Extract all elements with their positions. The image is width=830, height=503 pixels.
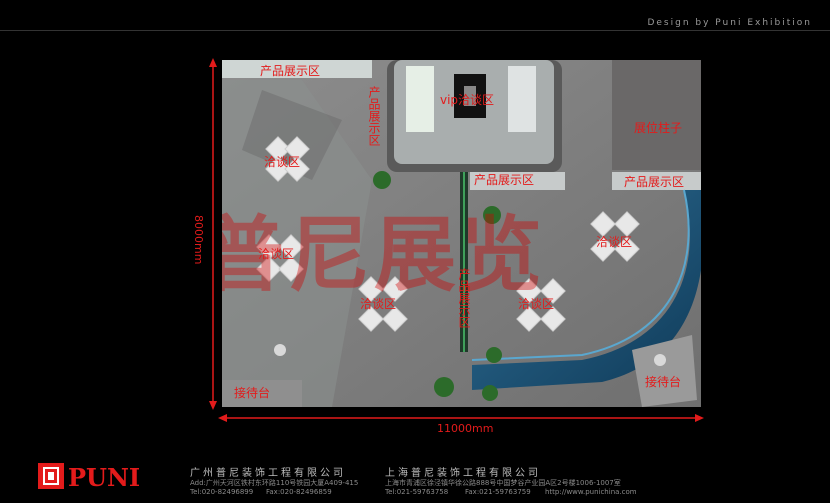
company-sh: 上海普尼装饰工程有限公司 bbox=[385, 468, 541, 479]
footer: PUNI 广州普尼装饰工程有限公司 Add:广州天河区铁村东环路110号铁园大厦… bbox=[0, 447, 830, 503]
address-sh: 上海市青浦区徐泾镇华徐公路888号中国梦谷产业园A区2号楼1006-1007室 bbox=[385, 479, 621, 487]
address-gz: Add:广州天河区铁村东环路110号铁园大厦A409-415 bbox=[190, 479, 359, 487]
website-sh[interactable]: http://www.punichina.com bbox=[545, 488, 637, 496]
dimension-lines bbox=[209, 58, 704, 422]
watermark-text: 普尼展览 bbox=[222, 208, 547, 303]
label-product-left-vertical: 产品展示区 bbox=[367, 86, 381, 146]
company-gz: 广州普尼装饰工程有限公司 bbox=[190, 468, 346, 479]
dimension-height: 8000mm bbox=[192, 215, 205, 265]
label-product-mid: 产品展示区 bbox=[474, 173, 535, 187]
logo-text: PUNI bbox=[68, 463, 141, 492]
header-title: Design by Puni Exhibition bbox=[647, 18, 812, 28]
label-talk-right-lower: 洽谈区 bbox=[518, 297, 555, 311]
header-divider bbox=[0, 30, 830, 31]
tel-gz: Tel:020-82496899 bbox=[190, 488, 254, 496]
fax-gz: Fax:020-82496859 bbox=[266, 488, 332, 496]
label-product-right: 产品展示区 bbox=[624, 175, 685, 189]
label-reception-right: 接待台 bbox=[645, 375, 682, 389]
puni-logo-icon bbox=[38, 463, 64, 489]
label-product-top: 产品展示区 bbox=[260, 64, 321, 78]
label-column: 展位柱子 bbox=[634, 121, 683, 135]
label-talk-2: 洽谈区 bbox=[258, 247, 295, 261]
label-talk-center: 洽谈区 bbox=[360, 297, 397, 311]
label-reception-left: 接待台 bbox=[234, 386, 271, 400]
label-talk-1: 洽谈区 bbox=[264, 155, 301, 169]
label-talk-right: 洽谈区 bbox=[596, 235, 633, 249]
floor-plan-drawing bbox=[222, 60, 701, 407]
fax-sh: Fax:021-59763759 bbox=[465, 488, 531, 496]
floor-plan: 普尼展览 产品展示区 vip洽谈区 产品展示区 展位柱子 洽谈区 产品展示区 产… bbox=[222, 60, 701, 407]
dimension-width: 11000mm bbox=[437, 422, 494, 435]
tel-sh: Tel:021-59763758 bbox=[385, 488, 449, 496]
label-product-center-vertical: 产品展示区 bbox=[457, 268, 471, 328]
label-vip: vip洽谈区 bbox=[440, 93, 495, 107]
